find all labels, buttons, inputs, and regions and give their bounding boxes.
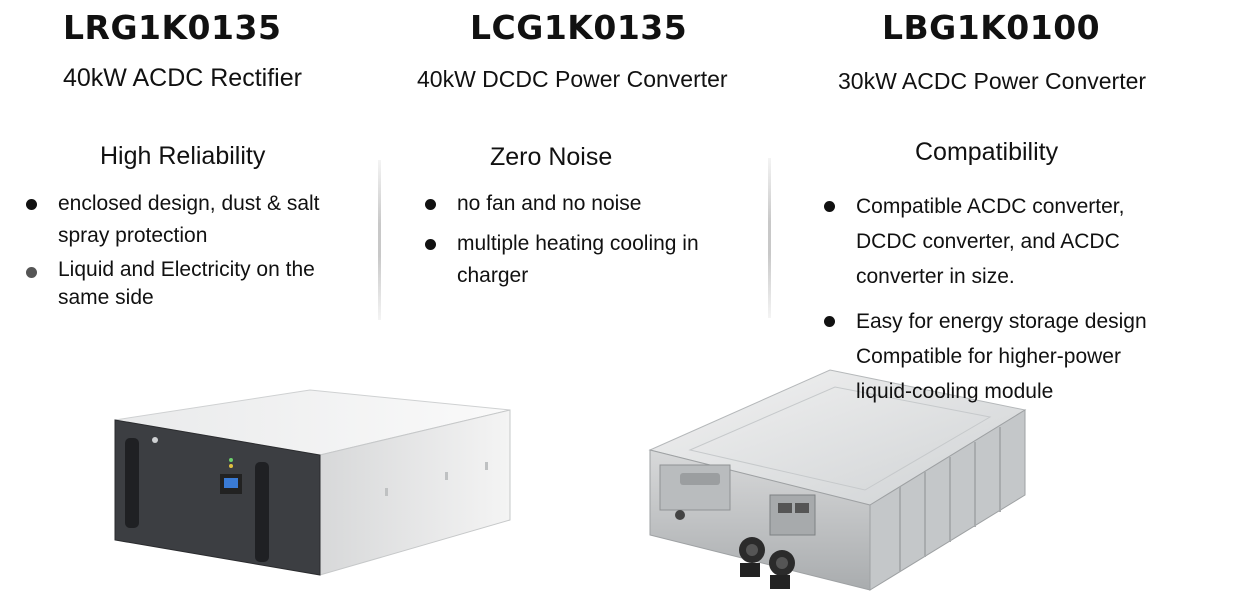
bullet-line: charger bbox=[457, 264, 529, 287]
column-divider bbox=[768, 158, 771, 318]
feature-high-reliability: High Reliability bbox=[100, 142, 266, 170]
bullet-list-col3: Compatible ACDC converter, DCDC converter… bbox=[824, 189, 1204, 413]
bullet-line: Compatible for higher-power bbox=[856, 345, 1121, 368]
list-item: no fan and no noise bbox=[425, 188, 765, 220]
bullet-icon bbox=[425, 199, 436, 210]
bullet-list-col2: no fan and no noise multiple heating coo… bbox=[425, 188, 765, 296]
bullet-line: spray protection bbox=[58, 224, 208, 247]
model-lrg1k0135: LRG1K0135 bbox=[63, 8, 282, 47]
bullet-line: Compatible ACDC converter, bbox=[856, 195, 1125, 218]
bullet-icon bbox=[824, 201, 835, 212]
bullet-line: DCDC converter, and ACDC bbox=[856, 230, 1120, 253]
feature-compatibility: Compatibility bbox=[915, 138, 1059, 166]
list-item: enclosed design, dust & salt spray protec… bbox=[26, 188, 376, 252]
subtitle-col3: 30kW ACDC Power Converter bbox=[838, 68, 1147, 94]
bullet-icon bbox=[26, 199, 37, 210]
bullet-icon bbox=[824, 316, 835, 327]
model-lcg1k0135: LCG1K0135 bbox=[470, 8, 688, 47]
rack-rectifier-image bbox=[55, 380, 580, 580]
list-item: Liquid and Electricity on the same side bbox=[26, 256, 376, 312]
model-lbg1k0100: LBG1K0100 bbox=[882, 8, 1101, 47]
column-divider bbox=[378, 160, 381, 320]
bullet-icon bbox=[425, 239, 436, 250]
bullet-line: converter in size. bbox=[856, 265, 1015, 288]
bullet-line: no fan and no noise bbox=[457, 192, 642, 215]
bullet-line: Easy for energy storage design bbox=[856, 310, 1147, 333]
liquid-cooled-converter-image bbox=[648, 369, 1027, 591]
bullet-line: multiple heating cooling in bbox=[457, 232, 699, 255]
bullet-line: same side bbox=[58, 286, 154, 309]
feature-zero-noise: Zero Noise bbox=[490, 143, 613, 171]
subtitle-col2: 40kW DCDC Power Converter bbox=[417, 66, 728, 92]
bullet-list-col1: enclosed design, dust & salt spray protec… bbox=[26, 188, 376, 316]
list-item: Compatible ACDC converter, DCDC converter… bbox=[824, 189, 1204, 294]
bullet-line: liquid-cooling module bbox=[856, 380, 1054, 403]
list-item: multiple heating cooling in charger bbox=[425, 228, 765, 292]
subtitle-col1: 40kW ACDC Rectifier bbox=[63, 64, 302, 92]
bullet-icon bbox=[26, 267, 37, 278]
bullet-line: Liquid and Electricity on the bbox=[58, 258, 315, 281]
bullet-line: enclosed design, dust & salt bbox=[58, 192, 320, 215]
